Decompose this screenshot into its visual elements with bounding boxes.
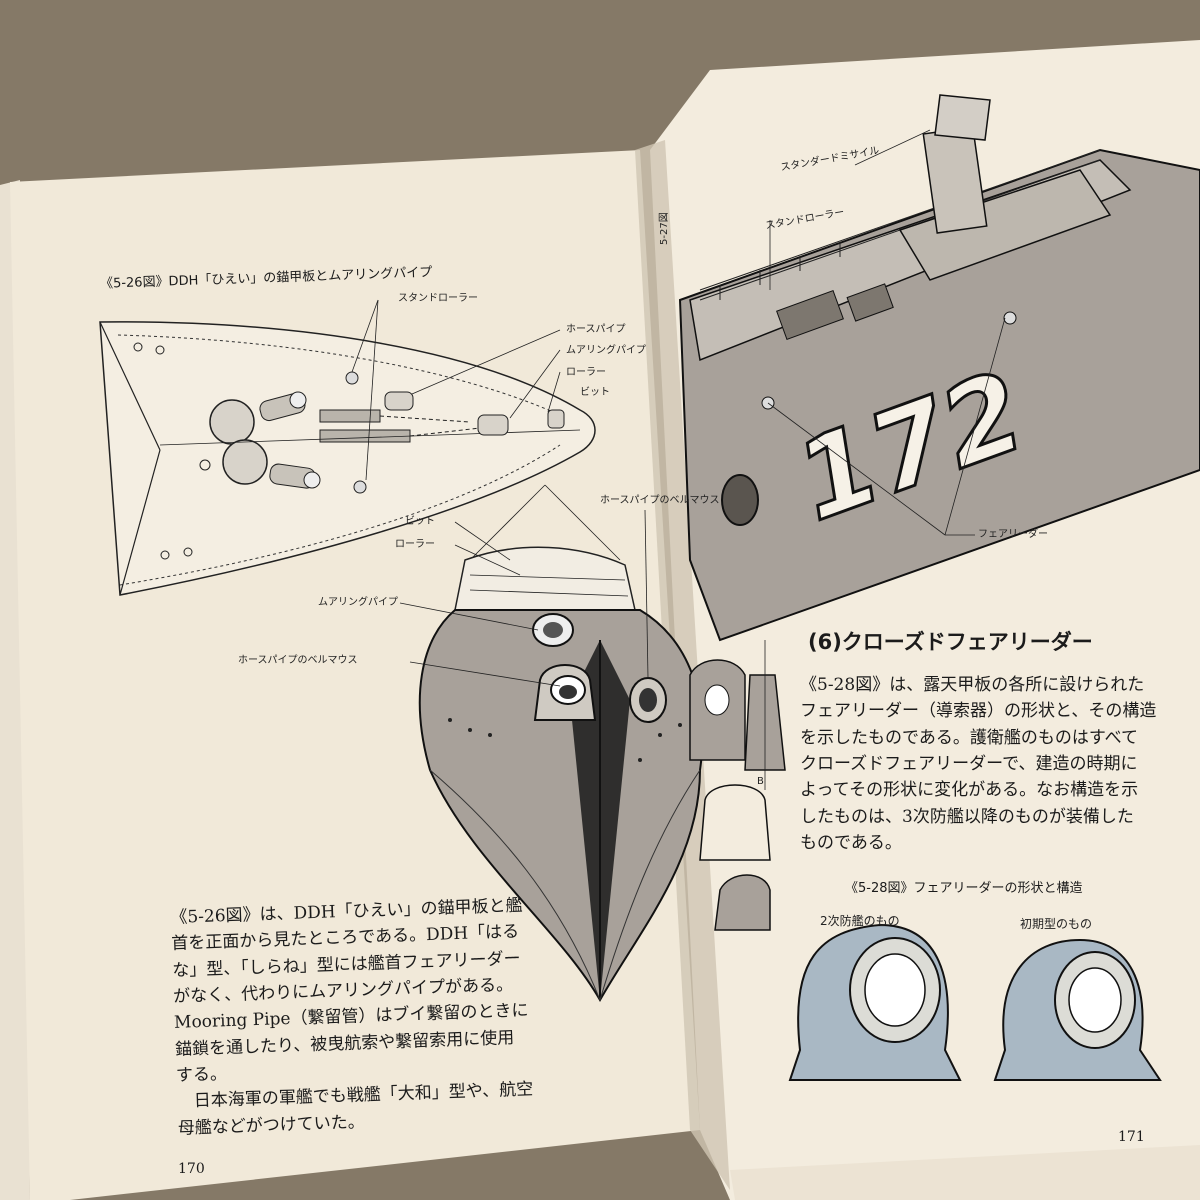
- label-bow-hose-bellmouth-right: ホースパイプのベルマウス: [600, 495, 720, 506]
- label-stand-roller: スタンドローラー: [398, 293, 478, 304]
- right-body-line: 《5-28図》は、露天甲板の各所に設けられた: [800, 675, 1145, 695]
- label-fairleader: フェアリーダー: [978, 529, 1048, 540]
- label-bitt: ビット: [580, 387, 610, 398]
- label-bow-bitt: ビット: [405, 516, 435, 527]
- label-bow-roller: ローラー: [395, 539, 435, 550]
- right-body-line: を示したものである。護衛艦のものはすべて: [800, 727, 1138, 748]
- left-page-number: 170: [178, 1161, 205, 1177]
- fairleader-model-early: [993, 938, 1162, 1081]
- label-early-type: 初期型のもの: [1020, 917, 1093, 931]
- label-hose-pipe: ホースパイプ: [566, 324, 626, 335]
- right-body-line: クローズドフェアリーダーで、建造の時期に: [800, 754, 1138, 775]
- label-second-defense: 2次防艦のもの: [820, 914, 900, 928]
- bow-front-view: [399, 484, 704, 1003]
- section-heading: (6)クローズドフェアリーダー: [808, 630, 1093, 654]
- right-body-line: フェアリーダー（導索器）の形状と、その構造: [800, 701, 1157, 722]
- right-body-line: したものは、3次防艦以降のものが装備した: [800, 806, 1134, 827]
- fairleader-model-2nd: [788, 923, 962, 1081]
- right-body-line: ものである。: [800, 833, 902, 854]
- label-section-b: B: [757, 776, 764, 787]
- right-side-caption: 5-27図: [659, 212, 670, 245]
- label-mooring-pipe: ムアリングパイプ: [566, 345, 646, 356]
- anchor-deck-plan: [99, 299, 596, 596]
- fairleader-section-drawings: [689, 640, 786, 931]
- right-figure-caption: 《5-28図》フェアリーダーの形状と構造: [845, 881, 1083, 896]
- right-body-line: よってその形状に変化がある。なお構造を示: [800, 780, 1139, 801]
- label-roller: ローラー: [566, 367, 606, 378]
- left-body-text: 《5-26図》は、DDH「ひえい」の錨甲板と艦 首を正面から見たところである。D…: [170, 891, 578, 1142]
- label-bow-mooring-pipe: ムアリングパイプ: [318, 597, 398, 608]
- label-bow-hose-bellmouth: ホースパイプのベルマウス: [238, 655, 358, 666]
- right-body-text: 《5-28図》は、露天甲板の各所に設けられた フェアリーダー（導索器）の形状と、…: [800, 672, 1190, 856]
- right-page-number: 171: [1118, 1129, 1145, 1145]
- ship-172-illustration: 172: [678, 94, 1200, 642]
